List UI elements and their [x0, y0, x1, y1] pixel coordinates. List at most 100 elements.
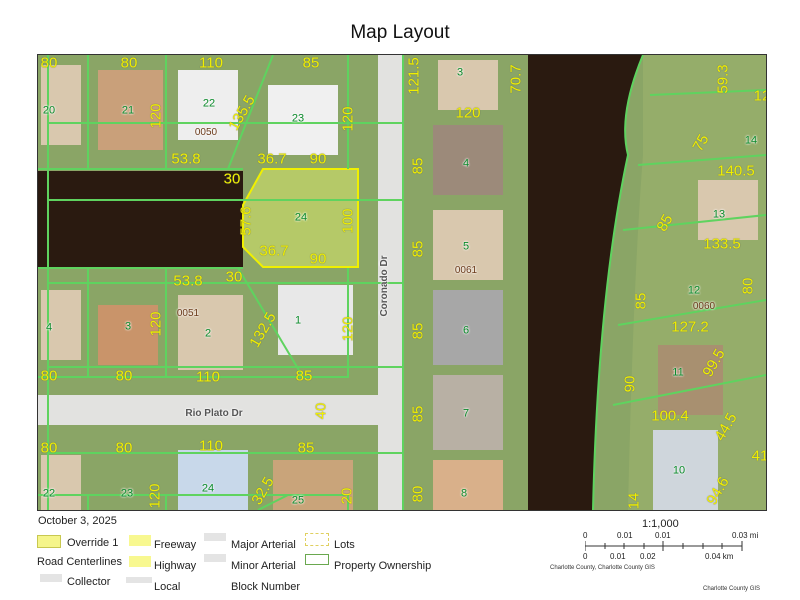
major-arterial-swatch	[204, 533, 226, 541]
lot-number: 12	[687, 284, 701, 297]
property-ownership-lines	[38, 55, 766, 510]
dimension-label: 53.8	[171, 150, 201, 168]
lot-number: 23	[120, 487, 134, 500]
dimension-label: 120	[147, 103, 165, 129]
dimension-label: 30	[225, 268, 243, 286]
dimension-label: 85	[632, 292, 650, 310]
dimension-label: 120	[339, 316, 357, 342]
dimension-label: 120	[147, 311, 165, 337]
override-swatch	[37, 535, 61, 548]
lot-number: 11	[672, 366, 684, 379]
dimension-label: 80	[120, 54, 138, 72]
dimension-label: 110	[199, 54, 223, 72]
dimension-label: 80	[409, 485, 427, 503]
scale-tick-km: 0.01	[610, 552, 626, 561]
dimension-label: 85	[409, 240, 427, 258]
legend-freeway: Freeway	[154, 539, 197, 551]
legend-local: Local	[154, 581, 181, 593]
lot-number: 2	[204, 327, 212, 340]
block-number: 0061	[454, 265, 478, 276]
lot-number: 21	[121, 104, 135, 117]
dimension-label: 100	[339, 208, 357, 234]
dimension-label: 40	[312, 402, 330, 420]
lot-number: 13	[712, 208, 726, 221]
dimension-label: 53.8	[173, 272, 203, 290]
canal-horizontal	[38, 171, 243, 267]
dimension-label: 90	[309, 150, 327, 168]
dimension-label: 20	[338, 487, 356, 505]
attribution-credit: Charlotte County GIS	[703, 586, 761, 592]
dimension-label: 80	[40, 367, 58, 385]
legend-property-ownership: Property Ownership	[334, 560, 432, 572]
lot-number: 3	[456, 66, 464, 79]
lot-number: 24	[201, 482, 215, 495]
dimension-label: 133.5	[703, 235, 741, 253]
legend-road-centerlines: Road Centerlines	[37, 556, 122, 568]
lot-number: 10	[672, 464, 686, 477]
legend-lots: Lots	[334, 539, 355, 551]
dimension-label: 100.4	[651, 407, 689, 425]
dimension-label: 80	[115, 367, 133, 385]
scale-ratio: 1:1,000	[642, 518, 679, 530]
dimension-label: 59.3	[714, 64, 732, 94]
dimension-label: 85	[302, 54, 320, 72]
lot-number: 20	[42, 104, 56, 117]
dimension-label: 127.2	[671, 318, 709, 336]
property-ownership-swatch	[305, 554, 329, 565]
map-view[interactable]: Coronado Dr Rio Plato Dr 20 21 22 23 24 …	[37, 54, 767, 511]
dimension-label: 110	[199, 437, 223, 455]
legend-collector: Collector	[67, 576, 111, 588]
lot-number: 1	[294, 314, 302, 327]
dimension-label: 80	[40, 54, 58, 72]
dimension-label: 120	[339, 106, 357, 132]
scale-bar-line	[585, 541, 743, 551]
lot-number: 4	[462, 157, 470, 170]
dimension-label: 90	[309, 250, 327, 268]
legend-major-arterial: Major Arterial	[231, 539, 296, 551]
rio-plato-dr-road	[38, 395, 383, 425]
lots-swatch	[305, 533, 329, 546]
dimension-label: 80	[115, 439, 133, 457]
scale-tick-mi: 0.01	[655, 531, 671, 540]
lot-number: 22	[42, 487, 56, 500]
map-title: Map Layout	[350, 22, 450, 43]
dimension-label: 30	[223, 170, 241, 188]
dimension-label: 80	[40, 439, 58, 457]
minor-arterial-swatch	[204, 554, 226, 562]
dimension-label: 12	[753, 87, 766, 105]
dimension-label: 120	[146, 483, 164, 509]
dimension-label: 85	[297, 439, 315, 457]
dimension-label: 85	[409, 322, 427, 340]
block-number: 0051	[176, 308, 200, 319]
highway-swatch	[129, 556, 151, 567]
scale-tick-km: 0.02	[640, 552, 656, 561]
freeway-swatch	[129, 535, 151, 546]
lot-number: 4	[45, 321, 53, 334]
dimension-label: 70.7	[507, 64, 525, 94]
block-number: 0050	[194, 127, 218, 138]
dimension-label: 80	[739, 277, 757, 295]
scale-tick-km: 0.04 km	[705, 552, 734, 561]
lot-number: 25	[291, 494, 305, 507]
lot-number: 24	[294, 211, 308, 224]
road-label-rio-plato-dr: Rio Plato Dr	[185, 408, 243, 419]
dimension-label: 120	[455, 104, 481, 122]
canal-vertical	[528, 55, 643, 510]
scale-tick-mi: 0.03 mi	[732, 531, 759, 540]
dimension-label: 110	[196, 368, 220, 386]
dimension-label: 90	[621, 375, 639, 393]
legend-date: October 3, 2025	[38, 515, 117, 527]
dimension-label: 57.6	[237, 206, 255, 236]
lot-number: 8	[460, 487, 468, 500]
block-number: 0060	[692, 301, 716, 312]
lot-number: 14	[744, 134, 758, 147]
road-label-coronado-dr: Coronado Dr	[379, 255, 390, 317]
dimension-label: 36.7	[259, 242, 289, 260]
legend-highway: Highway	[154, 560, 197, 572]
dimension-label: 140.5	[717, 162, 755, 180]
aerial-imagery	[38, 55, 766, 510]
lot-number: 23	[291, 112, 305, 125]
dimension-label: 85	[295, 367, 313, 385]
dimension-label: 85	[409, 157, 427, 175]
dimension-label: 14	[625, 492, 643, 510]
